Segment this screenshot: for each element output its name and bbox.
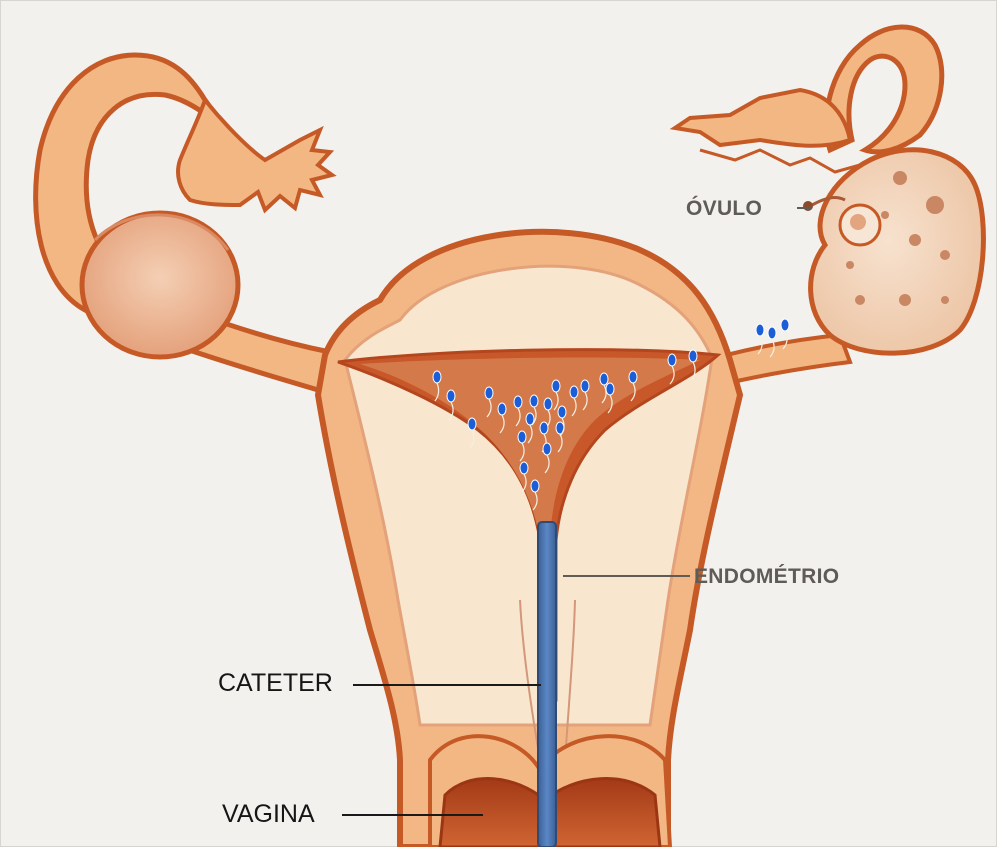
sperm-cell-icon (542, 442, 552, 474)
sperm-cell-icon (599, 372, 609, 404)
sperm-cell-icon (432, 370, 442, 402)
label-endometrio: ENDOMÉTRIO (694, 565, 840, 588)
left-ovary (79, 210, 241, 360)
sperm-cell-icon (605, 382, 615, 414)
sperm-cell-icon (530, 479, 540, 511)
sperm-cell-icon (484, 386, 494, 418)
sperm-cell-icon (557, 405, 567, 437)
sperm-cell-icon (667, 353, 677, 385)
sperm-cell-icon (529, 394, 539, 426)
right-tube (669, 24, 945, 393)
sperm-cell-icon (780, 318, 790, 350)
label-cateter: CATETER (218, 669, 333, 697)
sperm-cell-icon (551, 379, 561, 411)
sperm-cell-icon (755, 323, 765, 355)
sperm-cell-icon (517, 430, 527, 462)
sperm-cell-icon (688, 349, 698, 381)
sperm-cell-icon (767, 326, 777, 358)
label-vagina: VAGINA (222, 800, 315, 828)
sperm-cell-icon (580, 379, 590, 411)
sperm-cell-icon (446, 389, 456, 421)
sperm-cells (432, 318, 790, 511)
sperm-cell-icon (519, 461, 529, 493)
right-ovary (803, 147, 986, 356)
sperm-cell-icon (569, 385, 579, 417)
sperm-cell-icon (525, 412, 535, 444)
sperm-cell-icon (628, 370, 638, 402)
sperm-cell-icon (467, 417, 477, 449)
ovum-icon (803, 196, 882, 247)
leader-lines (342, 207, 812, 816)
sperm-cell-icon (513, 395, 523, 427)
label-ovulo: ÓVULO (686, 197, 763, 220)
sperm-cell-icon (497, 402, 507, 434)
